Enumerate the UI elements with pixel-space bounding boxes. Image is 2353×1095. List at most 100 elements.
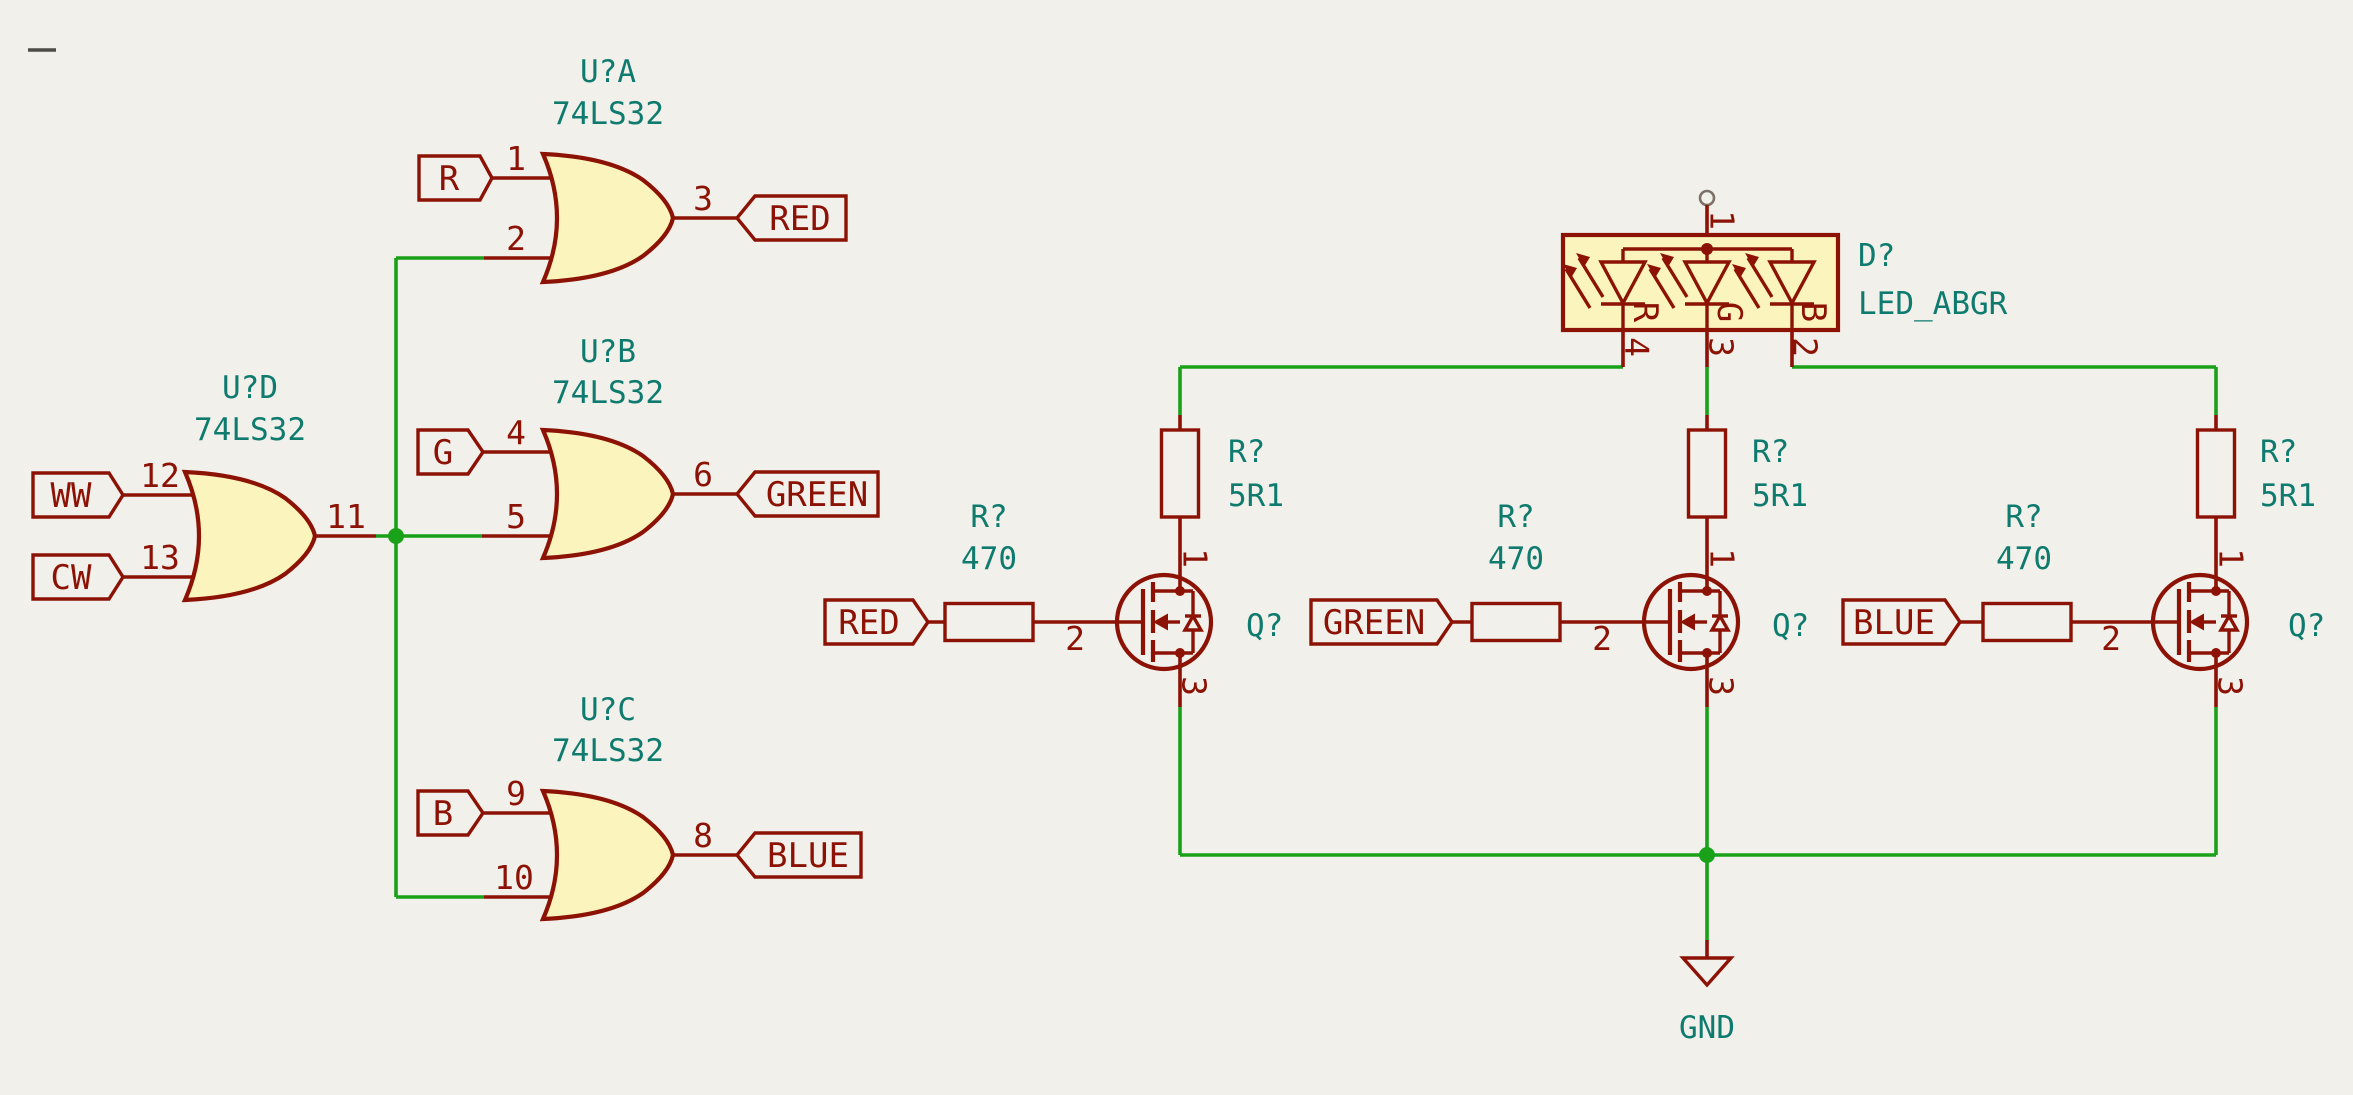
pin-number: 5 [506, 497, 526, 536]
component-value[interactable]: 470 [961, 541, 1017, 577]
ref-designator[interactable]: Q? [2288, 608, 2325, 644]
ref-designator[interactable]: Q? [1772, 608, 1809, 644]
or-gate-body [543, 791, 673, 919]
or-gate-ua[interactable]: U?A 74LS32 1 2 3 [484, 54, 737, 282]
net-label: RED [838, 603, 899, 643]
resistor-5r1-blue[interactable]: R? 5R1 [2195, 413, 2317, 519]
ref-designator[interactable]: Q? [1246, 608, 1283, 644]
global-label-r[interactable]: R [417, 154, 494, 202]
net-label: WW [51, 476, 92, 516]
led-channel-letter: G [1709, 302, 1749, 322]
pin-number: 1 [1703, 210, 1742, 230]
net-label: GREEN [766, 475, 868, 515]
resistor-470-green[interactable]: R? 470 [1452, 499, 1670, 643]
label-outline [416, 428, 486, 476]
ref-designator[interactable]: U?A [580, 54, 636, 90]
or-gate-ub[interactable]: U?B 74LS32 4 5 6 [482, 334, 737, 558]
resistor-5r1-green[interactable]: R? 5R1 [1686, 413, 1809, 519]
component-value[interactable]: 5R1 [1228, 478, 1284, 514]
global-label-blue-out[interactable]: BLUE [734, 831, 863, 879]
ref-designator[interactable]: U?D [222, 370, 278, 406]
resistor-5r1-red[interactable]: R? 5R1 [1159, 413, 1285, 519]
pin-number: 8 [693, 816, 713, 855]
component-value[interactable]: 470 [1996, 541, 2052, 577]
ref-designator[interactable]: R? [1752, 434, 1789, 470]
resistor-body [1686, 413, 1728, 519]
mosfet-q-blue[interactable]: Q? 1 2 3 [2101, 517, 2325, 707]
led-channel-letter: B [1793, 302, 1833, 322]
component-value[interactable]: 74LS32 [552, 96, 664, 132]
pin-number: 3 [1702, 676, 1741, 696]
pin-number: 3 [2211, 676, 2250, 696]
pin-number: 12 [140, 456, 180, 495]
pin-number: 13 [140, 538, 180, 577]
or-gate-body [543, 430, 673, 558]
global-label-red-in[interactable]: RED [823, 598, 931, 646]
ref-designator[interactable]: D? [1858, 238, 1895, 274]
mosfet-q-green[interactable]: Q? 1 2 3 [1592, 517, 1809, 707]
component-value[interactable]: 5R1 [2260, 478, 2316, 514]
mosfet-q-red[interactable]: Q? 1 2 3 [1065, 517, 1283, 707]
pin-number: 1 [2212, 548, 2251, 568]
pin-number: 3 [693, 179, 713, 218]
pin-number: 2 [506, 219, 526, 258]
pin-number: 2 [2101, 619, 2121, 658]
component-value[interactable]: 74LS32 [552, 375, 664, 411]
ref-designator[interactable]: R? [2005, 499, 2042, 535]
label-outline [734, 194, 848, 242]
net-label: BLUE [767, 836, 849, 876]
pin-number: 1 [1703, 548, 1742, 568]
junction-dot[interactable] [1699, 847, 1715, 863]
label-outline [734, 470, 880, 518]
pin-number: 4 [1618, 337, 1657, 357]
component-value[interactable]: 74LS32 [194, 412, 306, 448]
ref-designator[interactable]: U?C [580, 692, 636, 728]
global-label-cw[interactable]: CW [31, 553, 126, 601]
global-label-blue-in[interactable]: BLUE [1841, 598, 1963, 646]
resistor-body [1159, 413, 1201, 519]
ref-designator[interactable]: R? [970, 499, 1007, 535]
wires [376, 256, 2218, 940]
pin-number: 2 [1786, 337, 1825, 357]
label-outline [417, 154, 494, 202]
pin-number: 3 [1175, 676, 1214, 696]
resistor-470-red[interactable]: R? 470 [928, 499, 1143, 643]
resistor-body [943, 601, 1035, 643]
pin-number: 1 [1176, 548, 1215, 568]
global-label-green-out[interactable]: GREEN [734, 470, 880, 518]
ref-designator[interactable]: R? [2260, 434, 2297, 470]
component-value[interactable]: 5R1 [1752, 478, 1808, 514]
resistor-body [2195, 413, 2237, 519]
pin-number: 6 [693, 455, 713, 494]
label-outline [31, 471, 126, 519]
resistor-470-blue[interactable]: R? 470 [1960, 499, 2179, 643]
global-label-green-in[interactable]: GREEN [1309, 598, 1455, 646]
ref-designator[interactable]: R? [1497, 499, 1534, 535]
component-value[interactable]: LED_ABGR [1858, 286, 2008, 322]
or-gate-ud[interactable]: U?D 74LS32 12 13 11 [123, 370, 376, 600]
unconnected-pin-circle [1698, 189, 1716, 207]
gnd-symbol[interactable]: GND [1679, 940, 1735, 1046]
pin-number: 4 [506, 413, 526, 452]
global-label-b[interactable]: B [416, 789, 486, 837]
junction-dot[interactable] [388, 528, 404, 544]
label-outline [823, 598, 931, 646]
pin-number: 2 [1592, 619, 1612, 658]
pin-number: 3 [1702, 337, 1741, 357]
component-value[interactable]: 74LS32 [552, 733, 664, 769]
pin-number: 11 [326, 497, 366, 536]
net-label: G [433, 433, 453, 473]
ref-designator[interactable]: U?B [580, 334, 636, 370]
net-label: GREEN [1323, 603, 1425, 643]
ref-designator[interactable]: R? [1228, 434, 1265, 470]
power-label: GND [1679, 1010, 1735, 1046]
global-label-ww[interactable]: WW [31, 471, 126, 519]
or-gate-uc[interactable]: U?C 74LS32 9 10 8 [483, 692, 737, 919]
global-label-g[interactable]: G [416, 428, 486, 476]
component-value[interactable]: 470 [1488, 541, 1544, 577]
label-outline [416, 789, 486, 837]
led-rgb[interactable]: D? LED_ABGR 1 4 3 2 R G B [1560, 189, 2008, 367]
label-outline [1309, 598, 1455, 646]
global-label-red-out[interactable]: RED [734, 194, 848, 242]
